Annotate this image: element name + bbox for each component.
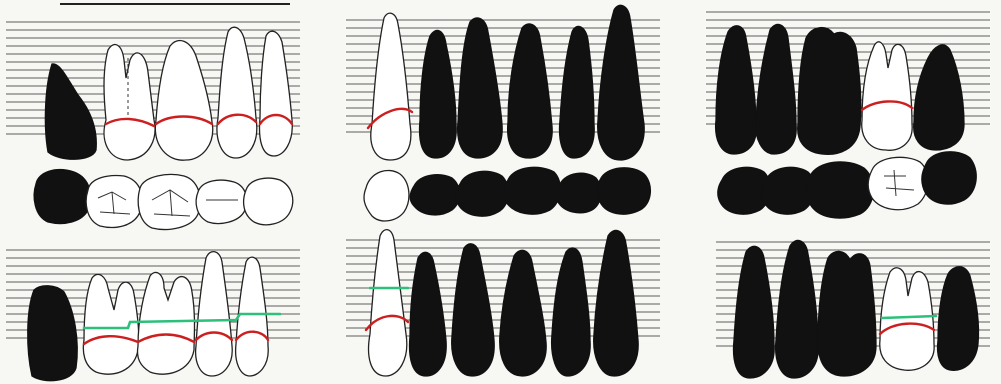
tooth-occlusal-left-4 <box>196 180 247 223</box>
tooth-lower-left-1 <box>28 286 78 381</box>
tooth-occlusal-middle-5 <box>556 173 601 213</box>
tooth-occlusal-middle-6 <box>597 168 650 214</box>
tooth-upper-right-4 <box>862 42 912 150</box>
tooth-lower-middle-6 <box>594 230 638 376</box>
tooth-occlusal-left-2 <box>86 176 142 228</box>
tooth-upper-middle-6 <box>598 5 644 160</box>
tooth-lower-middle-4 <box>500 250 546 376</box>
tooth-occlusal-middle-1 <box>364 170 409 220</box>
tooth-upper-middle-3 <box>458 18 503 158</box>
panel-left <box>6 4 300 381</box>
tooth-lower-left-4 <box>196 252 233 376</box>
tooth-lower-middle-1 <box>369 230 407 376</box>
tooth-occlusal-middle-4 <box>504 167 561 214</box>
panel-middle <box>346 5 660 376</box>
tooth-upper-right-5 <box>914 45 964 150</box>
tooth-upper-middle-5 <box>560 26 595 158</box>
tooth-occlusal-middle-3 <box>456 171 509 216</box>
tooth-occlusal-middle-2 <box>410 175 459 215</box>
tooth-lower-middle-2 <box>410 252 447 376</box>
tooth-upper-left-4 <box>217 27 257 158</box>
panel-right <box>706 12 990 378</box>
tooth-lower-right-3 <box>818 251 876 376</box>
tooth-occlusal-left-5 <box>244 178 293 225</box>
tooth-occlusal-left-1 <box>34 170 90 224</box>
tooth-lower-right-2 <box>776 240 819 378</box>
tooth-upper-left-5 <box>260 31 293 156</box>
tooth-upper-right-1 <box>716 26 757 154</box>
tooth-occlusal-right-4 <box>868 157 928 209</box>
tooth-occlusal-right-5 <box>922 152 976 204</box>
tooth-occlusal-right-3 <box>806 162 873 218</box>
tooth-occlusal-left-3 <box>138 175 200 230</box>
tooth-upper-middle-2 <box>420 30 457 158</box>
tooth-lower-middle-5 <box>552 248 591 376</box>
tooth-upper-right-3 <box>798 28 861 155</box>
tooth-lower-left-3 <box>138 272 195 374</box>
tooth-upper-middle-1 <box>371 13 411 160</box>
tooth-lower-left-5 <box>236 257 269 376</box>
tooth-upper-left-3 <box>155 41 212 161</box>
